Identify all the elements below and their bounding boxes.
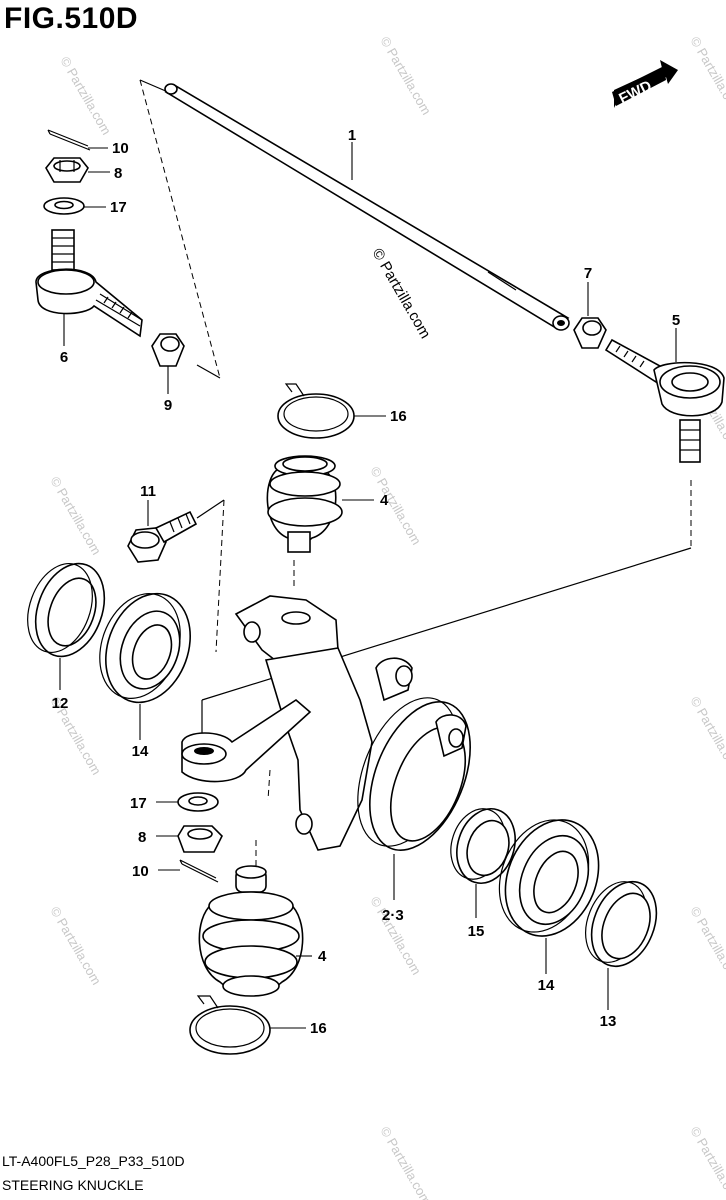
watermark: © Partzilla.com bbox=[47, 904, 104, 987]
callout-circlip-lower: 16 bbox=[310, 1020, 327, 1037]
bearing-left bbox=[99, 592, 191, 704]
callout-tie-rod-end-right: 5 bbox=[672, 312, 680, 329]
cotter-pin-lower bbox=[179, 859, 219, 883]
circlip-upper bbox=[277, 383, 355, 439]
watermark: © Partzilla.com bbox=[687, 904, 726, 987]
oil-seal-right bbox=[585, 880, 658, 968]
callout-tie-rod: 1 bbox=[348, 127, 356, 144]
watermark: © Partzilla.com bbox=[377, 1124, 434, 1200]
callout-bearing-left: 14 bbox=[132, 743, 149, 760]
castle-nut-top bbox=[45, 157, 89, 183]
callout-ball-joint-upper: 4 bbox=[380, 492, 389, 509]
watermark: © Partzilla.com bbox=[687, 34, 726, 117]
callout-washer-top: 17 bbox=[110, 199, 127, 216]
callout-knuckle: 2·3 bbox=[382, 907, 404, 924]
washer-lower bbox=[177, 792, 219, 812]
locknut-right bbox=[573, 317, 607, 349]
callout-tie-rod-end-left: 6 bbox=[60, 349, 68, 366]
callout-cotter-pin-top: 10 bbox=[112, 140, 129, 157]
callout-labels: 1 2·3 4 4 5 6 7 8 8 9 10 10 11 12 13 14 … bbox=[52, 127, 681, 1037]
callout-nut-top: 8 bbox=[114, 165, 122, 182]
callout-bolt: 11 bbox=[140, 483, 156, 500]
spacer bbox=[450, 808, 516, 884]
watermark: © Partzilla.com bbox=[377, 34, 434, 117]
ball-joint-lower bbox=[198, 865, 304, 997]
callout-nut-lower: 8 bbox=[138, 829, 146, 846]
bolt bbox=[127, 510, 198, 563]
callout-circlip-upper: 16 bbox=[390, 408, 407, 425]
locknut-left bbox=[151, 333, 185, 367]
callout-locknut-left: 9 bbox=[164, 397, 172, 414]
circlip-lower bbox=[189, 995, 271, 1055]
cotter-pin-top bbox=[47, 129, 91, 151]
watermark: © Partzilla.com bbox=[367, 464, 424, 547]
callout-spacer: 15 bbox=[468, 923, 485, 940]
fwd-arrow-icon: FWD bbox=[612, 60, 678, 108]
watermark: © Partzilla.com bbox=[687, 694, 726, 777]
watermark-main: © Partzilla.com bbox=[369, 246, 434, 342]
model-code: LT-A400FL5_P28_P33_510D bbox=[2, 1153, 185, 1169]
figure-name: STEERING KNUCKLE bbox=[2, 1177, 144, 1193]
callout-cotter-pin-lower: 10 bbox=[132, 863, 149, 880]
callout-locknut-right: 7 bbox=[584, 265, 592, 282]
washer-top bbox=[43, 197, 85, 215]
callout-oil-seal-left: 12 bbox=[52, 695, 69, 712]
figure-title: FIG.510D bbox=[4, 2, 139, 35]
ball-joint-upper bbox=[266, 455, 343, 553]
tie-rod bbox=[164, 83, 570, 331]
tie-rod-end-left bbox=[35, 229, 143, 338]
steering-knuckle bbox=[181, 595, 471, 851]
watermark: © Partzilla.com bbox=[687, 1124, 726, 1200]
bearing-right bbox=[498, 819, 600, 937]
callout-washer-lower: 17 bbox=[130, 795, 147, 812]
callout-oil-seal-right: 13 bbox=[600, 1013, 617, 1030]
watermark: © Partzilla.com bbox=[47, 474, 104, 557]
callout-bearing-right: 14 bbox=[538, 977, 555, 994]
leader-lines bbox=[59, 142, 677, 1029]
watermark: © Partzilla.com bbox=[57, 54, 114, 137]
callout-ball-joint-lower: 4 bbox=[318, 948, 327, 965]
nut-lower bbox=[177, 825, 223, 853]
tie-rod-end-right bbox=[604, 338, 725, 463]
oil-seal-left bbox=[27, 562, 106, 658]
